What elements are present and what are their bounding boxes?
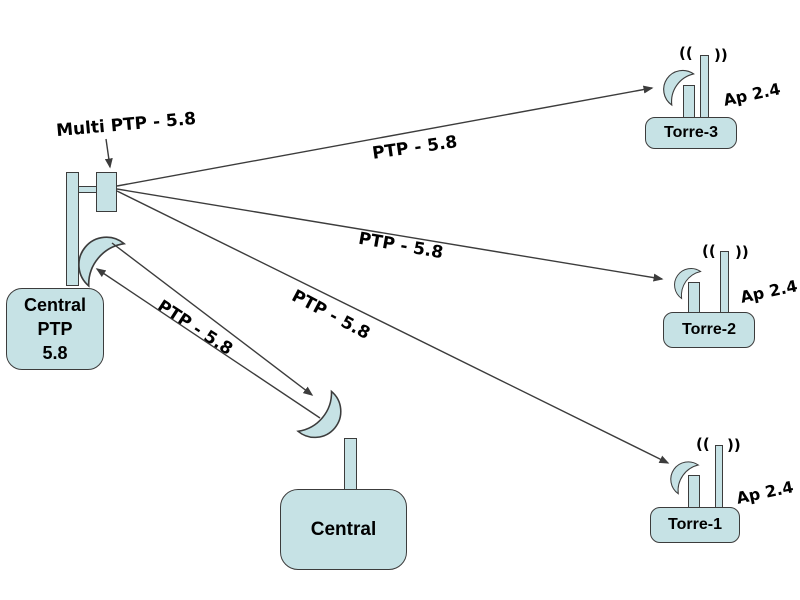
multi-ptp-antenna-unit: [96, 172, 117, 212]
ptp-torre3-link-label: PTP - 5.8: [371, 132, 459, 164]
ptp-torre2-link-label: PTP - 5.8: [356, 228, 445, 264]
central-ptp-mast: [66, 172, 79, 286]
torre1-box: Torre-1: [650, 507, 740, 543]
torre3-short-pole: [683, 85, 695, 118]
torre2-label: Torre-2: [682, 321, 736, 338]
central-ptp-label-line2: PTP: [37, 319, 73, 339]
torre3-radio-waves-left: ((: [679, 44, 693, 62]
multi-ptp-pointer-arrow: [104, 138, 113, 169]
torre1-ap-label: Ap 2.4: [734, 477, 796, 508]
central-box: Central: [280, 489, 407, 570]
central-ptp-label-line1: Central: [23, 295, 86, 315]
torre2-radio-waves-right: )): [735, 243, 749, 261]
torre2-tall-pole: [720, 251, 729, 313]
torre1-label: Torre-1: [668, 516, 722, 533]
central-pole: [344, 438, 357, 490]
multi-ptp-label: Multi PTP - 5.8: [55, 108, 197, 142]
ptp-torre1-link-label: PTP - 5.8: [288, 286, 374, 344]
torre3-radio-waves-right: )): [714, 46, 728, 64]
torre1-radio-waves-right: )): [727, 436, 741, 454]
torre2-short-pole: [688, 282, 700, 313]
ptp-link-central-downlink: [111, 242, 314, 396]
torre3-tall-pole: [700, 55, 709, 118]
torre1-tall-pole: [715, 445, 723, 508]
central-ptp-box: Central PTP 5.8: [6, 288, 104, 370]
ptp-link-to-torre3: [116, 85, 654, 187]
torre2-radio-waves-left: ((: [702, 242, 716, 260]
torre3-box: Torre-3: [645, 117, 737, 149]
central-ptp-label-line3: 5.8: [42, 343, 68, 363]
ptp-central-link-label: PTP - 5.8: [153, 296, 237, 360]
torre1-radio-waves-left: ((: [696, 435, 710, 453]
torre3-ap-label: Ap 2.4: [721, 79, 783, 110]
central-ptp-crossbar: [78, 186, 97, 193]
central-label: Central: [310, 518, 377, 540]
torre2-box: Torre-2: [663, 312, 755, 348]
torre3-label: Torre-3: [664, 124, 718, 141]
torre1-short-pole: [688, 475, 700, 508]
torre2-ap-label: Ap 2.4: [738, 276, 800, 307]
